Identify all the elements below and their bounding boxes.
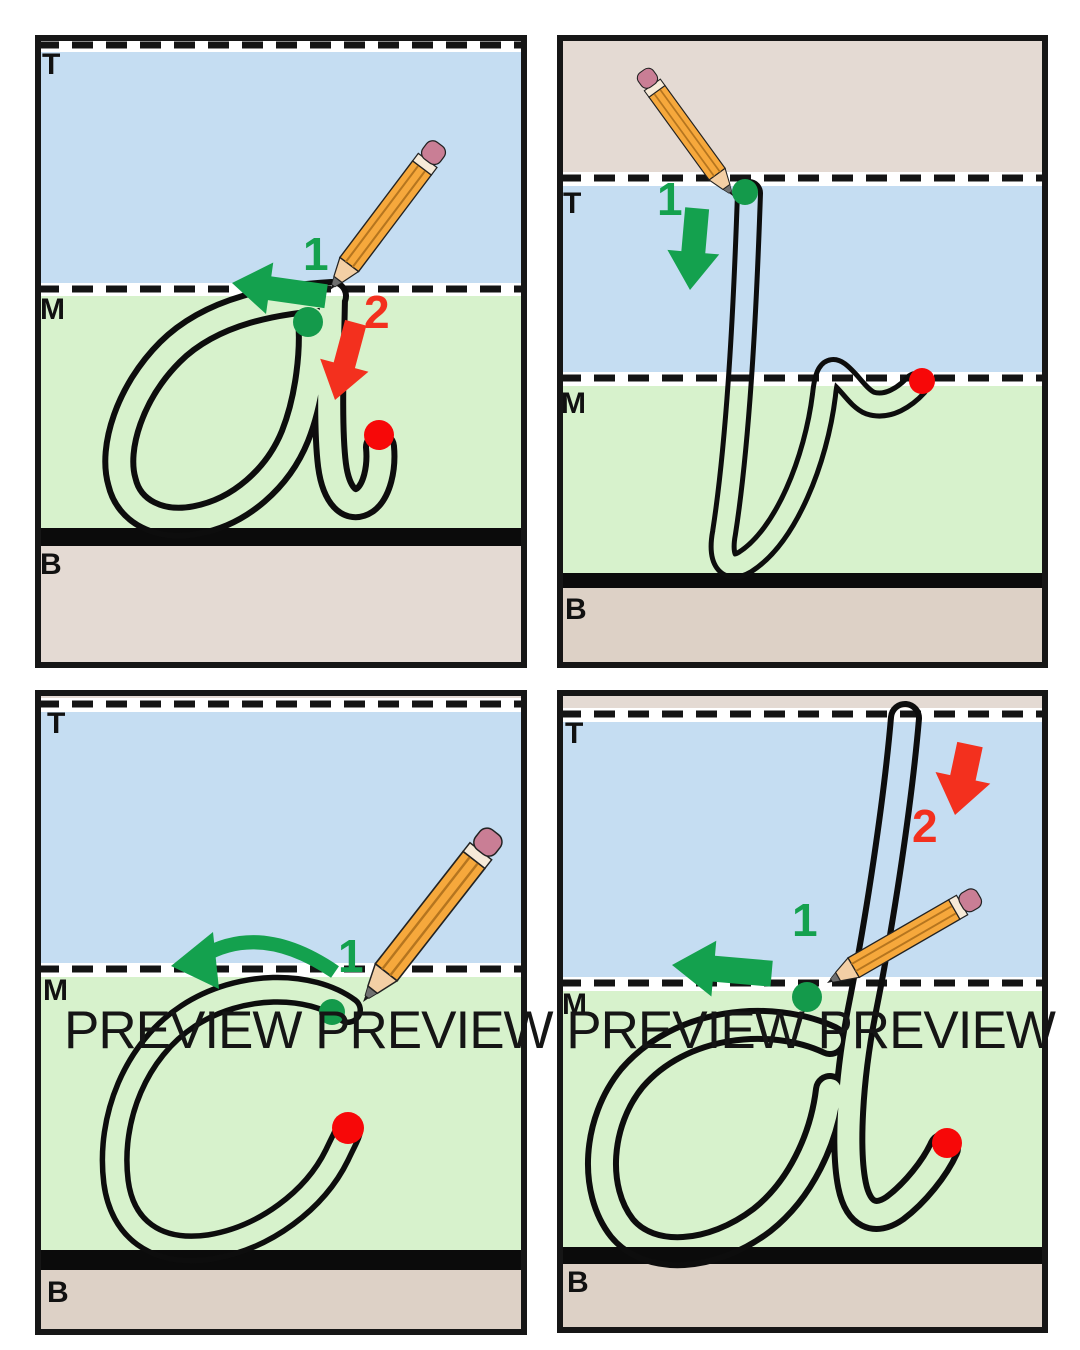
- top-line-label: T: [565, 717, 583, 750]
- bottom-line-label: B: [567, 1266, 589, 1299]
- bottom-line-label: B: [565, 593, 587, 626]
- letter-d-panel: T M B 1 2: [557, 690, 1048, 1333]
- panel-frame: [35, 690, 527, 1335]
- stroke1-number: 1: [657, 173, 683, 225]
- below-zone: [557, 1264, 1048, 1333]
- panel-frame: [557, 35, 1048, 668]
- stroke2-arrow: [320, 319, 369, 400]
- end-dot: [932, 1128, 962, 1158]
- panel-frame: [35, 35, 527, 668]
- bottom-line-bar: [35, 528, 527, 546]
- preview-watermark: PREVIEW PREVIEW PREVIEW PREVIEW: [64, 1001, 1056, 1060]
- sky-zone: [557, 186, 1048, 372]
- top-line-label: T: [47, 707, 65, 740]
- mid-line-label: M: [562, 988, 587, 1021]
- stroke1-number: 1: [338, 930, 364, 982]
- sky-zone: [35, 712, 527, 963]
- mid-line-label: M: [40, 293, 65, 326]
- below-zone: [35, 1270, 527, 1335]
- letter-c-panel: T M B 1: [35, 690, 527, 1335]
- top-line-label: T: [42, 48, 60, 81]
- stroke1-arrow: [232, 262, 328, 315]
- stroke1-number: 1: [792, 894, 818, 946]
- sky-zone: [35, 52, 527, 283]
- stroke1-arrowhead: [171, 932, 219, 989]
- stroke2-arrow: [935, 741, 991, 815]
- end-dot: [332, 1112, 364, 1144]
- stroke1-arrow: [667, 207, 720, 290]
- start-dot: [792, 982, 822, 1012]
- below-zone: [35, 546, 527, 668]
- panel-frame: [557, 690, 1048, 1333]
- start-dot: [319, 999, 345, 1025]
- stroke2-number: 2: [364, 286, 390, 338]
- bottom-line-bar: [557, 573, 1048, 588]
- top-line-label: T: [563, 187, 581, 220]
- letter-d-outline: [585, 701, 961, 1269]
- stroke1-arrow: [672, 940, 773, 997]
- letter-a-panel: T M B 1 2: [35, 35, 527, 668]
- bottom-line-bar: [35, 1250, 527, 1270]
- stroke2-number: 2: [912, 800, 938, 852]
- mid-line-label: M: [43, 974, 68, 1007]
- mid-line-label: M: [561, 387, 586, 420]
- letter-c-outline: [99, 974, 364, 1264]
- stroke1-arrow: [199, 935, 339, 978]
- below-zone: [557, 588, 1048, 668]
- end-dot: [364, 420, 394, 450]
- letter-b-panel: T M B 1: [557, 35, 1048, 668]
- letter-b-outline: [708, 179, 930, 580]
- stroke1-number: 1: [303, 228, 329, 280]
- bottom-line-label: B: [47, 1276, 69, 1309]
- start-dot: [293, 307, 323, 337]
- start-dot: [732, 179, 758, 205]
- bottom-line-label: B: [40, 548, 62, 581]
- end-dot: [909, 368, 935, 394]
- above-zone: [557, 35, 1048, 172]
